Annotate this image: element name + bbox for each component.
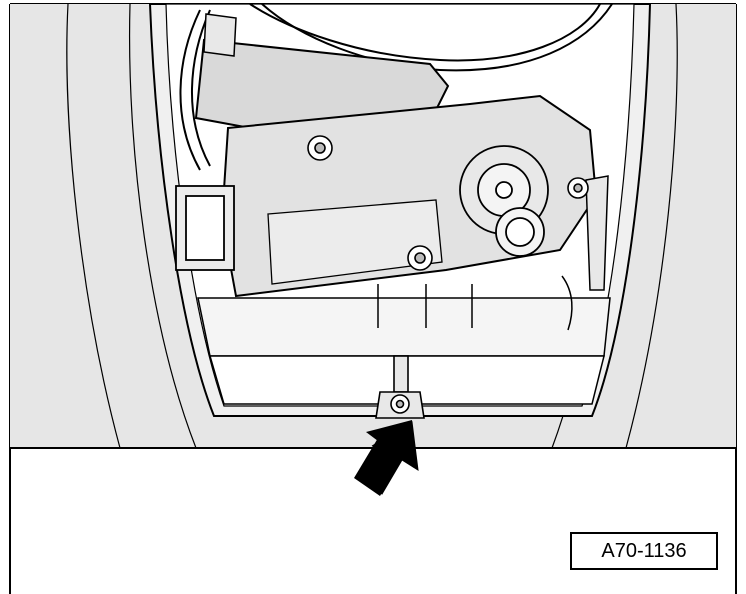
wiring-harness: [179, 3, 613, 171]
actuator-panel-face: [267, 199, 443, 285]
duct-vanes: [377, 275, 573, 331]
gear-drive: [459, 145, 549, 257]
figure-reference-code: A70-1136: [570, 532, 718, 570]
motor-connector: [203, 13, 237, 57]
screw: [407, 245, 433, 271]
pointer-arrow-shaft: [354, 438, 404, 496]
pointer-arrowhead: [366, 420, 414, 468]
retaining-screw: [390, 394, 410, 414]
mounting-bracket: [585, 175, 609, 291]
connector-plug: [175, 185, 235, 271]
screw: [567, 177, 589, 199]
screw: [307, 135, 333, 161]
